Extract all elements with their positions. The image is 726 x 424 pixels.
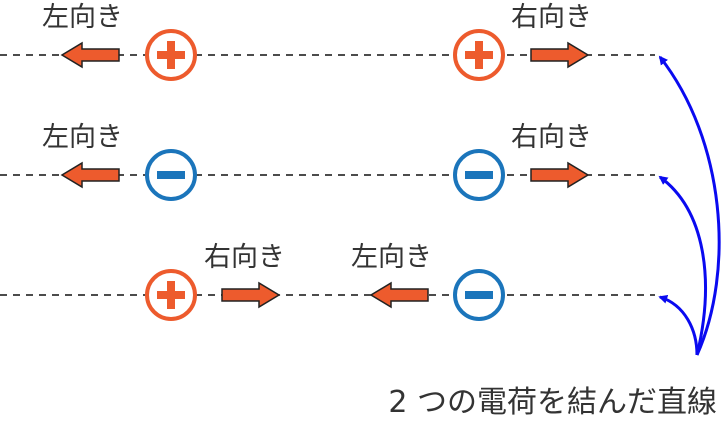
arrow-left-row2 — [60, 161, 120, 189]
plus-sign-icon — [465, 41, 493, 69]
arrow-right-row1 — [530, 41, 590, 69]
caption-text: 2 つの電荷を結んだ直線 — [388, 385, 717, 420]
plus-sign-icon — [157, 281, 185, 309]
label-row1-left: 左向き — [42, 2, 123, 33]
label-row3-left: 左向き — [351, 242, 432, 273]
arrow-left-row1 — [60, 41, 120, 69]
arrow-right-row2 — [530, 161, 590, 189]
positive-charge-row1-right — [453, 29, 505, 81]
plus-sign-icon — [157, 41, 185, 69]
arrow-left-row3 — [369, 281, 429, 309]
pointer-curve-row2 — [658, 175, 707, 356]
negative-charge-row2-left — [145, 149, 197, 201]
pointer-curve-row1 — [658, 55, 721, 356]
minus-sign-icon — [465, 291, 493, 299]
label-row1-right: 右向き — [511, 2, 592, 33]
pointer-curve-row3 — [658, 294, 699, 356]
negative-charge-row2-right — [453, 149, 505, 201]
arrow-right-row3 — [221, 281, 281, 309]
minus-sign-icon — [465, 171, 493, 179]
label-row2-right: 右向き — [511, 122, 592, 153]
positive-charge-row3 — [145, 269, 197, 321]
positive-charge-row1-left — [145, 29, 197, 81]
minus-sign-icon — [157, 171, 185, 179]
negative-charge-row3 — [453, 269, 505, 321]
label-row2-left: 左向き — [42, 122, 123, 153]
label-row3-right: 右向き — [204, 242, 285, 273]
